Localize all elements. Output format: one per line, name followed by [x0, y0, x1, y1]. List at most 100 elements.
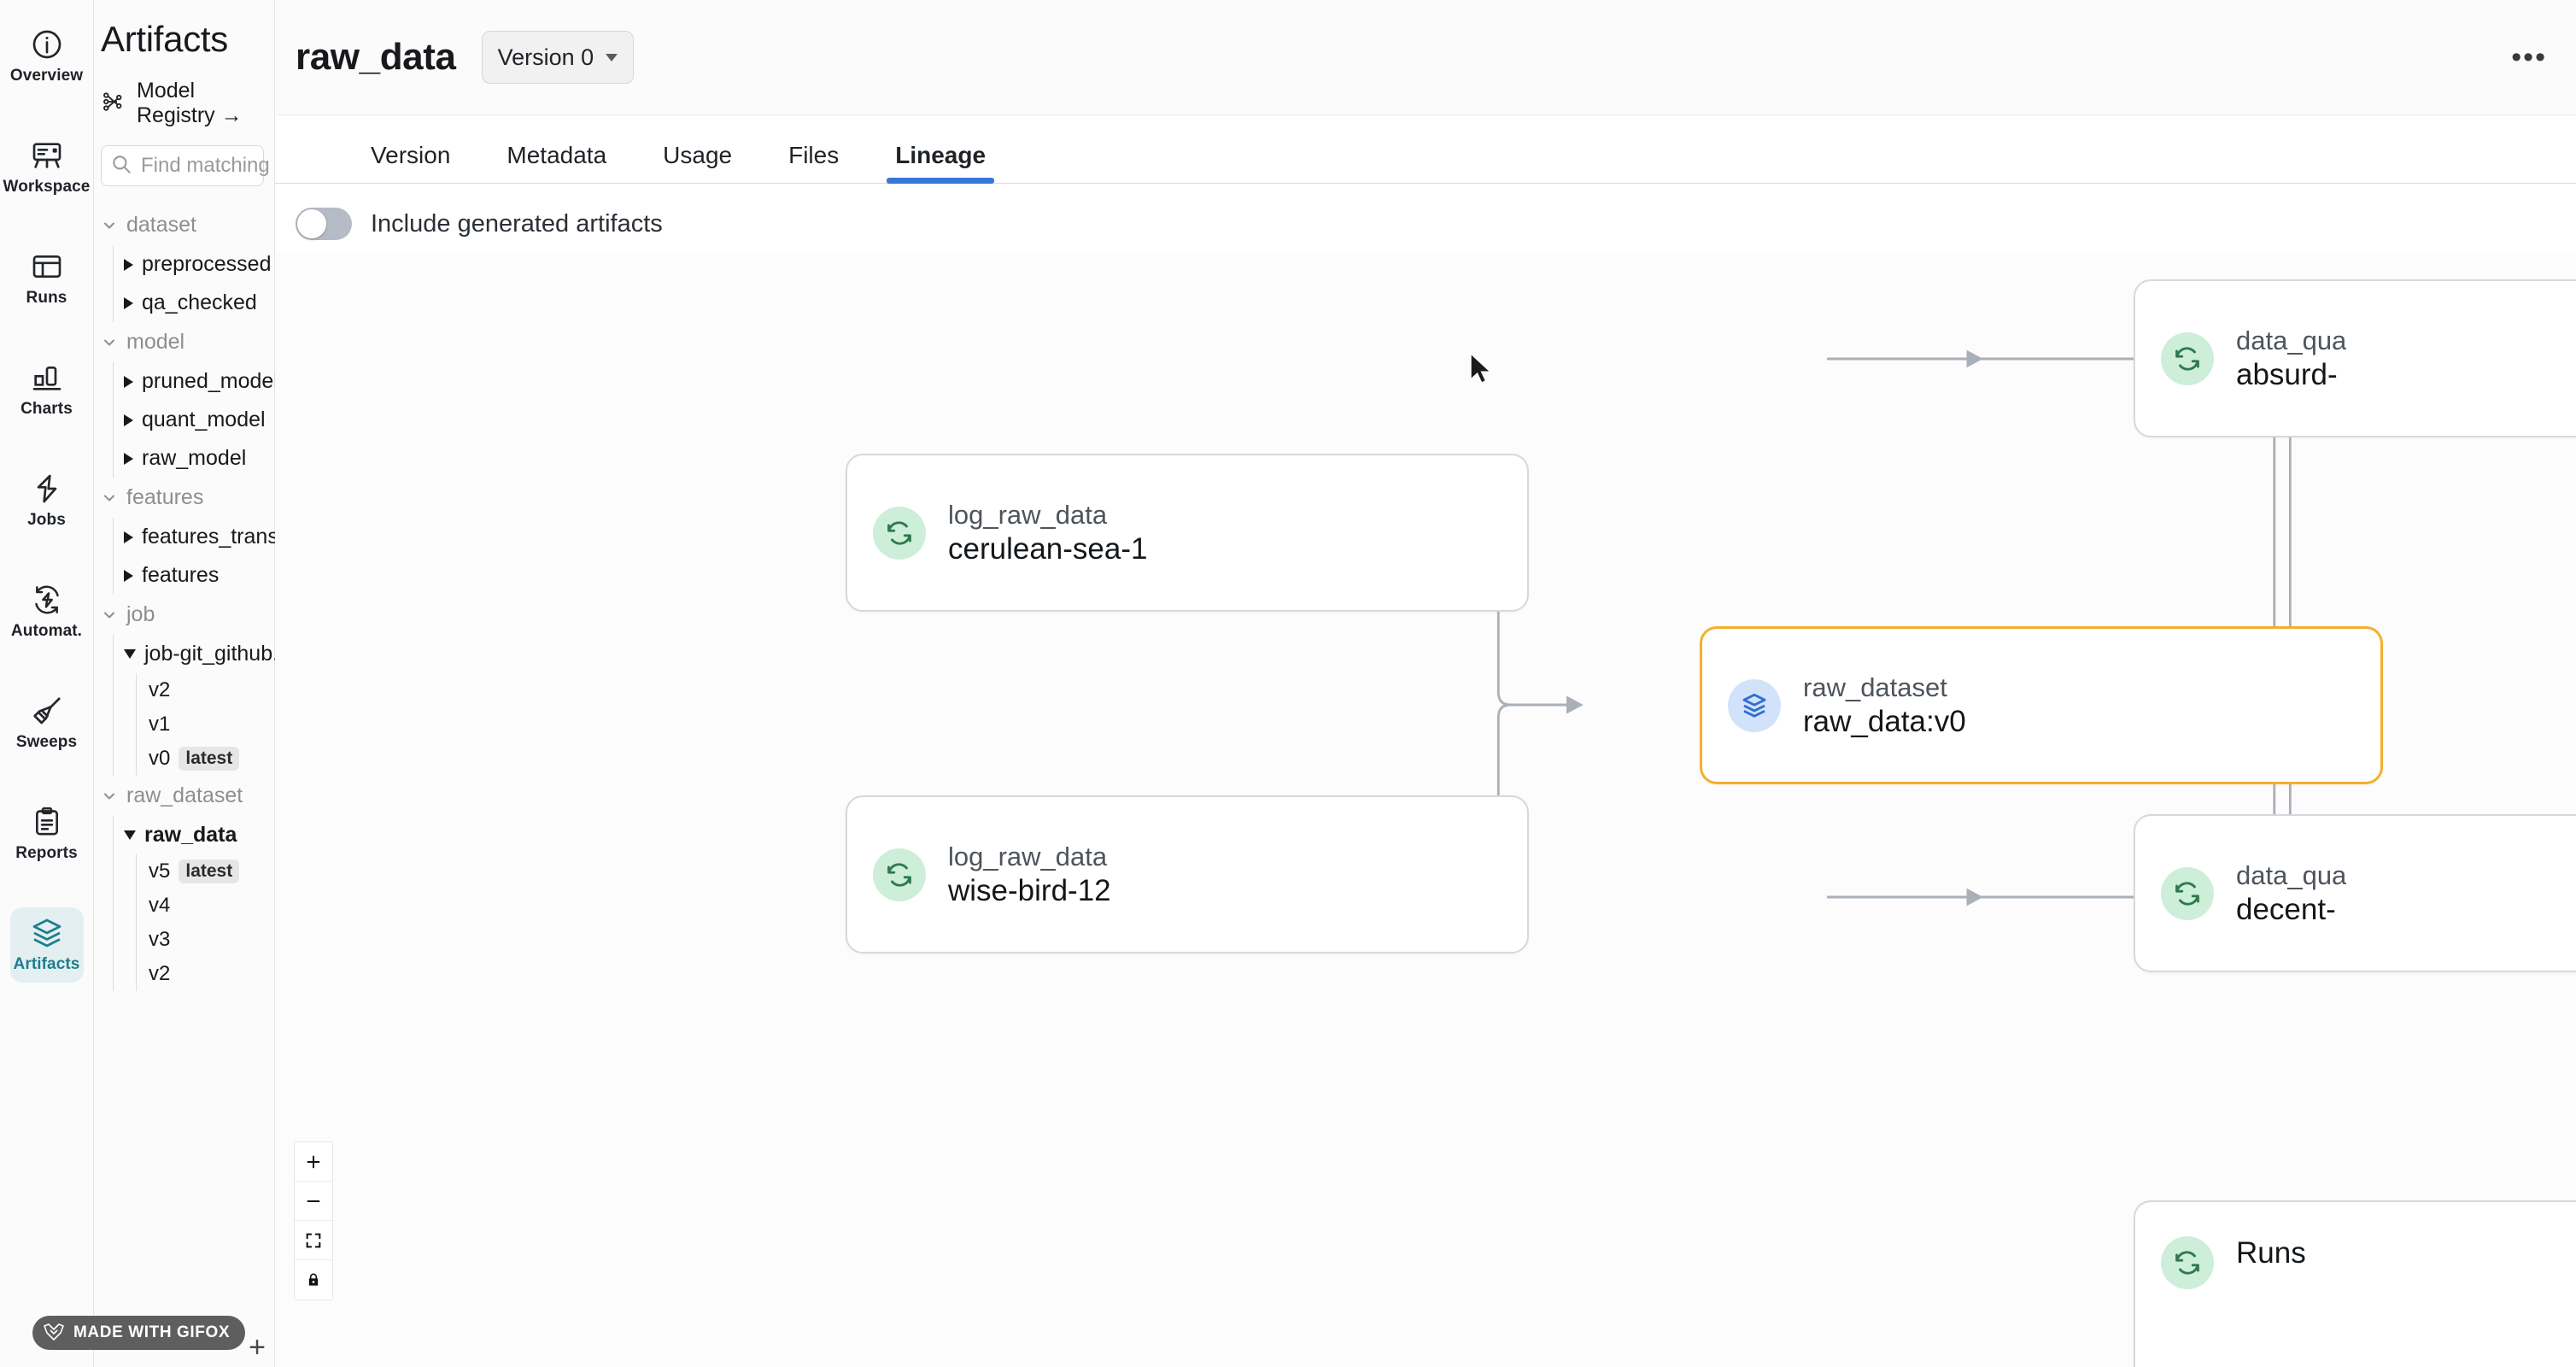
sidebar-item-label: Artifacts — [13, 955, 80, 973]
chevron-down-icon — [606, 53, 618, 62]
sidebar-item-artifacts[interactable]: Artifacts — [9, 907, 84, 983]
bolt-icon — [30, 472, 64, 506]
lineage-runs-card[interactable]: RunsSearch Ru — [2134, 1200, 2576, 1367]
run-refresh-icon — [2161, 331, 2214, 385]
sidebar-item-label: Reports — [15, 844, 78, 862]
tree-node-label: pruned_model — [142, 369, 278, 393]
artifact-header: raw_data Version 0 ••• — [275, 0, 2576, 115]
lock-icon[interactable] — [295, 1260, 332, 1300]
caret-right-icon — [124, 296, 133, 309]
tree-node-job-git-github-com-wa-[interactable]: job-git_github.com_wa… — [124, 635, 379, 673]
tree-node-pruned-model[interactable]: pruned_model — [124, 362, 278, 401]
zoom-out-icon[interactable] — [295, 1182, 332, 1221]
tree-node-features-transformed[interactable]: features_transformed — [124, 518, 345, 556]
tree-group-features[interactable]: features — [101, 478, 274, 518]
tree-group-children: preprocessed qa_checked — [113, 245, 274, 322]
tree-node-raw-model[interactable]: raw_model — [124, 439, 274, 478]
tab-version[interactable]: Version — [371, 142, 451, 168]
model-registry-icon — [101, 89, 126, 119]
tree-node-features[interactable]: features — [124, 556, 274, 595]
sidebar-item-overview[interactable]: Overview — [10, 19, 84, 94]
tree-group-job[interactable]: job — [101, 595, 274, 635]
sidebar-item-sweeps[interactable]: Sweeps — [10, 685, 84, 760]
tree-group-label: job — [126, 602, 155, 626]
tree-group-label: features — [126, 485, 204, 509]
version-item-v2[interactable]: v2 — [149, 957, 274, 991]
tab-files[interactable]: Files — [788, 142, 840, 168]
tree-group-label: raw_dataset — [126, 783, 243, 807]
caret-right-icon — [124, 569, 133, 582]
include-generated-artifacts-toggle[interactable] — [296, 208, 352, 240]
tab-metadata[interactable]: Metadata — [506, 142, 607, 168]
gifox-watermark-label: MADE WITH GIFOX — [73, 1323, 231, 1341]
gifox-watermark: MADE WITH GIFOX — [32, 1316, 246, 1350]
sidebar-item-automations[interactable]: Automat. — [10, 574, 84, 649]
version-select[interactable]: Version 0 — [481, 31, 635, 84]
run-refresh-icon — [873, 848, 926, 901]
version-label: v2 — [149, 678, 171, 701]
main-content: raw_data Version 0 ••• Version Metadata Us… — [275, 0, 2576, 1367]
tree-group-model[interactable]: model — [101, 322, 274, 362]
tree-node-preprocessed[interactable]: preprocessed — [124, 245, 274, 284]
caret-right-icon — [124, 258, 133, 271]
run-refresh-icon — [2161, 866, 2214, 920]
artifact-search-input[interactable]: Find matching artifacts — [101, 145, 347, 186]
overflow-menu-button[interactable]: ••• — [2511, 41, 2547, 73]
sidebar-item-label: Runs — [26, 289, 67, 307]
include-generated-artifacts-label: Include generated artifacts — [371, 209, 663, 238]
sidebar-item-runs[interactable]: Runs — [10, 241, 84, 316]
page-title: Artifacts — [101, 19, 228, 59]
sidebar-item-jobs[interactable]: Jobs — [10, 463, 84, 538]
tree-group-raw_dataset[interactable]: raw_dataset — [101, 776, 274, 816]
primary-nav-rail: Overview Workspace Runs Charts Jobs — [0, 0, 94, 1367]
version-label: v3 — [149, 928, 171, 951]
sidebar-item-label: Automat. — [10, 622, 83, 640]
tree-node-raw-data[interactable]: raw_data — [124, 816, 274, 854]
include-generated-artifacts-row: Include generated artifacts — [275, 184, 2576, 240]
sidebar-item-label: Sweeps — [15, 733, 78, 751]
model-registry-link[interactable]: Model Registry → — [94, 60, 274, 128]
caret-down-icon — [124, 830, 136, 840]
artifact-title: raw_data — [296, 36, 456, 78]
tab-lineage[interactable]: Lineage — [875, 142, 1006, 184]
version-item-v4[interactable]: v4 — [149, 889, 274, 923]
version-item-v1[interactable]: v1 — [149, 707, 274, 742]
run-refresh-icon — [873, 506, 926, 560]
tree-node-quant-model[interactable]: quant_model — [124, 401, 274, 439]
search-icon — [110, 153, 132, 179]
add-artifact-button[interactable]: + — [249, 1331, 266, 1364]
tree-node-label: preprocessed — [142, 252, 272, 276]
version-item-v3[interactable]: v3 — [149, 923, 274, 957]
version-item-v2[interactable]: v2 — [149, 673, 274, 707]
tree-group-dataset[interactable]: dataset — [101, 205, 274, 245]
tree-node-qa-checked[interactable]: qa_checked — [124, 284, 274, 322]
sidebar-item-label: Charts — [20, 400, 73, 418]
latest-badge: latest — [179, 860, 240, 883]
fit-view-icon[interactable] — [295, 1221, 332, 1260]
lineage-node-type: data_qua — [2236, 325, 2347, 355]
tree-group-label: model — [126, 330, 185, 354]
toggle-knob — [297, 209, 326, 238]
sidebar-item-workspace[interactable]: Workspace — [3, 130, 90, 205]
latest-badge: latest — [179, 747, 240, 771]
sidebar-item-reports[interactable]: Reports — [10, 796, 84, 871]
caret-down-icon — [124, 649, 136, 659]
workspace-icon — [30, 138, 64, 173]
zoom-in-icon[interactable] — [295, 1142, 332, 1182]
artifact-tabs: Version Metadata Usage Files Lineage — [275, 115, 2576, 184]
model-registry-label: Model Registry → — [137, 79, 243, 127]
tab-usage[interactable]: Usage — [663, 142, 733, 168]
sidebar-item-charts[interactable]: Charts — [10, 352, 84, 427]
